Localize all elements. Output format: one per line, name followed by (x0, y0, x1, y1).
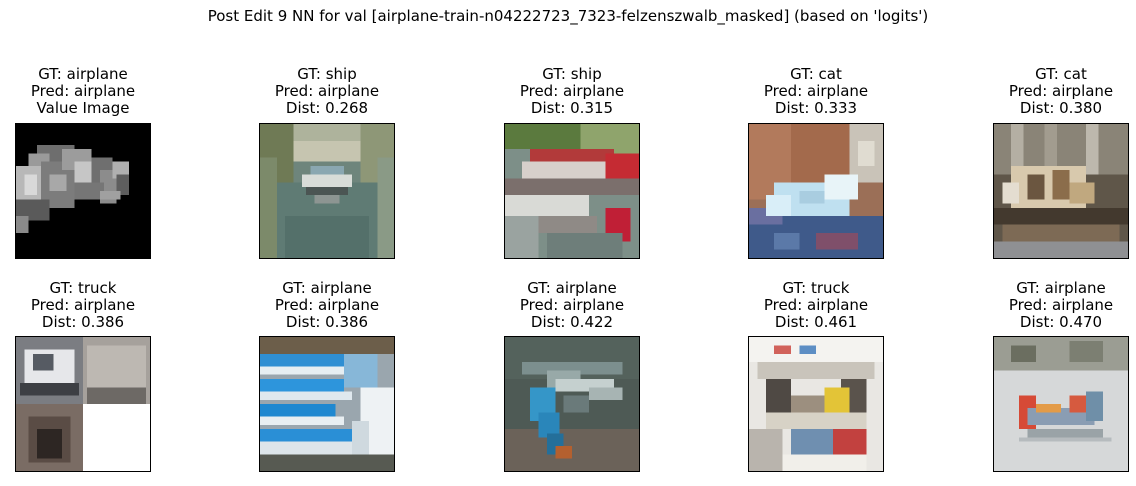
gt-label: GT: cat (790, 65, 842, 83)
panel-caption: GT: airplane Pred: airplane Dist: 0.470 (933, 280, 1136, 331)
masked-grayscale-airplane-thumbnail (15, 123, 151, 259)
dist-label: Dist: 0.422 (530, 313, 614, 331)
gt-label: GT: airplane (38, 65, 128, 83)
gt-label: GT: ship (542, 65, 602, 83)
pred-label: Pred: airplane (1008, 82, 1114, 100)
pred-label: Pred: airplane (30, 296, 136, 314)
dist-label: Dist: 0.386 (41, 313, 125, 331)
gt-label: GT: airplane (282, 279, 372, 297)
gt-label: GT: airplane (1016, 279, 1106, 297)
gt-label: GT: airplane (527, 279, 617, 297)
dist-label: Dist: 0.333 (774, 99, 858, 117)
dist-label: Dist: 0.380 (1019, 99, 1103, 117)
pred-label: Pred: airplane (519, 82, 625, 100)
panel-caption: GT: truck Pred: airplane Dist: 0.461 (688, 280, 944, 331)
gt-label: GT: ship (297, 65, 357, 83)
docked-boats-thumbnail (504, 123, 640, 259)
red-seaplane-on-snow-thumbnail (993, 336, 1129, 472)
blue-plane-topdown-thumbnail (504, 336, 640, 472)
pred-label: Pred: airplane (30, 82, 136, 100)
klm-airliners-thumbnail (259, 336, 395, 472)
panel-caption: GT: cat Pred: airplane Dist: 0.380 (933, 66, 1136, 117)
white-cat-lying-thumbnail (748, 123, 884, 259)
figure-suptitle: Post Edit 9 NN for val [airplane-train-n… (207, 7, 929, 25)
pred-label: Pred: airplane (274, 82, 380, 100)
panel-caption: GT: ship Pred: airplane Dist: 0.315 (444, 66, 700, 117)
tabby-cat-thumbnail (993, 123, 1129, 259)
gt-label: GT: cat (1035, 65, 1087, 83)
ship-on-canal-thumbnail (259, 123, 395, 259)
panel-caption: GT: airplane Pred: airplane Dist: 0.422 (444, 280, 700, 331)
dist-label: Dist: 0.470 (1019, 313, 1103, 331)
dist-label: Dist: 0.268 (285, 99, 369, 117)
panel-caption: GT: ship Pred: airplane Dist: 0.268 (199, 66, 455, 117)
gt-label: GT: truck (49, 279, 117, 297)
pred-label: Pred: airplane (1008, 296, 1114, 314)
dist-label: Dist: 0.386 (285, 313, 369, 331)
panel-caption: GT: cat Pred: airplane Dist: 0.333 (688, 66, 944, 117)
pred-label: Pred: airplane (519, 296, 625, 314)
pred-label: Pred: airplane (274, 296, 380, 314)
gt-label: GT: truck (782, 279, 850, 297)
panel-caption: GT: truck Pred: airplane Dist: 0.386 (0, 280, 211, 331)
dist-label: Dist: 0.461 (774, 313, 858, 331)
pred-label: Pred: airplane (763, 296, 869, 314)
dist-label: Dist: 0.315 (530, 99, 614, 117)
panel-caption: GT: airplane Pred: airplane Dist: 0.386 (199, 280, 455, 331)
panel-caption: GT: airplane Pred: airplane Value Image (0, 66, 211, 117)
value-image-label: Value Image (36, 99, 130, 117)
pred-label: Pred: airplane (763, 82, 869, 100)
truck-collage-thumbnail (15, 336, 151, 472)
food-truck-thumbnail (748, 336, 884, 472)
